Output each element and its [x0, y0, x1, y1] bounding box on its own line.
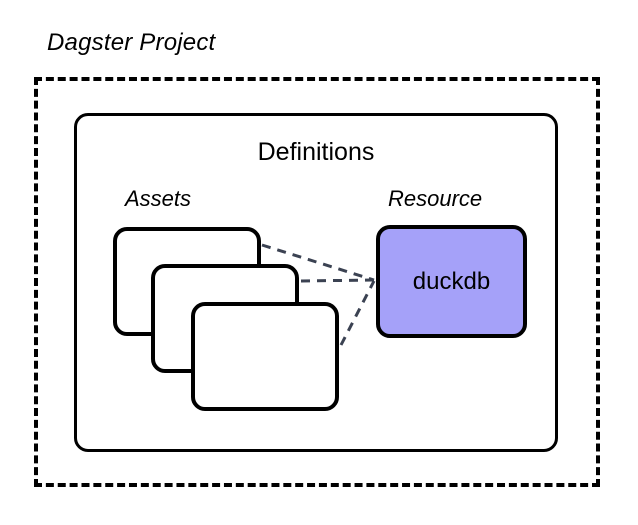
assets-group-label: Assets	[125, 186, 192, 211]
definitions-label: Definitions	[257, 138, 375, 166]
resource-group-label: Resource	[388, 186, 483, 211]
resource-duckdb-label: duckdb	[412, 267, 491, 295]
project-title: Dagster Project	[47, 29, 216, 56]
asset-card[interactable]	[191, 302, 339, 411]
resource-duckdb-box[interactable]: duckdb	[376, 225, 527, 338]
project-container-box	[34, 77, 600, 487]
